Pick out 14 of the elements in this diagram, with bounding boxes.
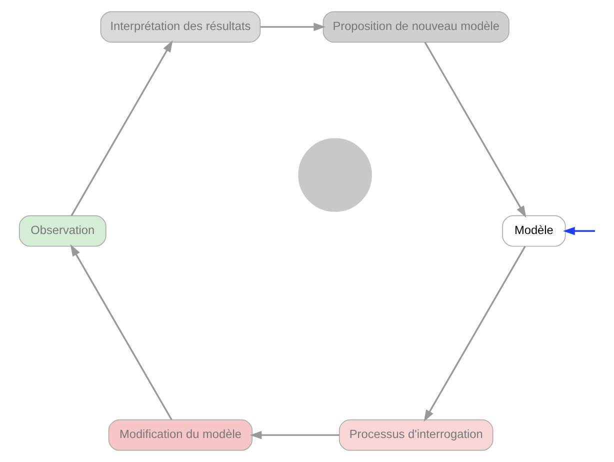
arrow bbox=[562, 226, 594, 236]
node-box: Processus d'interrogation bbox=[338, 419, 493, 451]
node-box: Interprétation des résultats bbox=[100, 11, 260, 43]
node-box: Observation bbox=[18, 215, 106, 247]
node-box: Modèle bbox=[502, 215, 566, 247]
arrow bbox=[70, 244, 172, 420]
node-box: Modification du modèle bbox=[108, 419, 252, 451]
arrow bbox=[260, 22, 326, 32]
arrow bbox=[423, 246, 526, 422]
node-box: Proposition de nouveau modèle bbox=[322, 11, 509, 43]
arrow bbox=[424, 42, 526, 218]
arrow bbox=[249, 430, 339, 440]
node-circle bbox=[298, 138, 372, 212]
arrow bbox=[70, 40, 172, 216]
